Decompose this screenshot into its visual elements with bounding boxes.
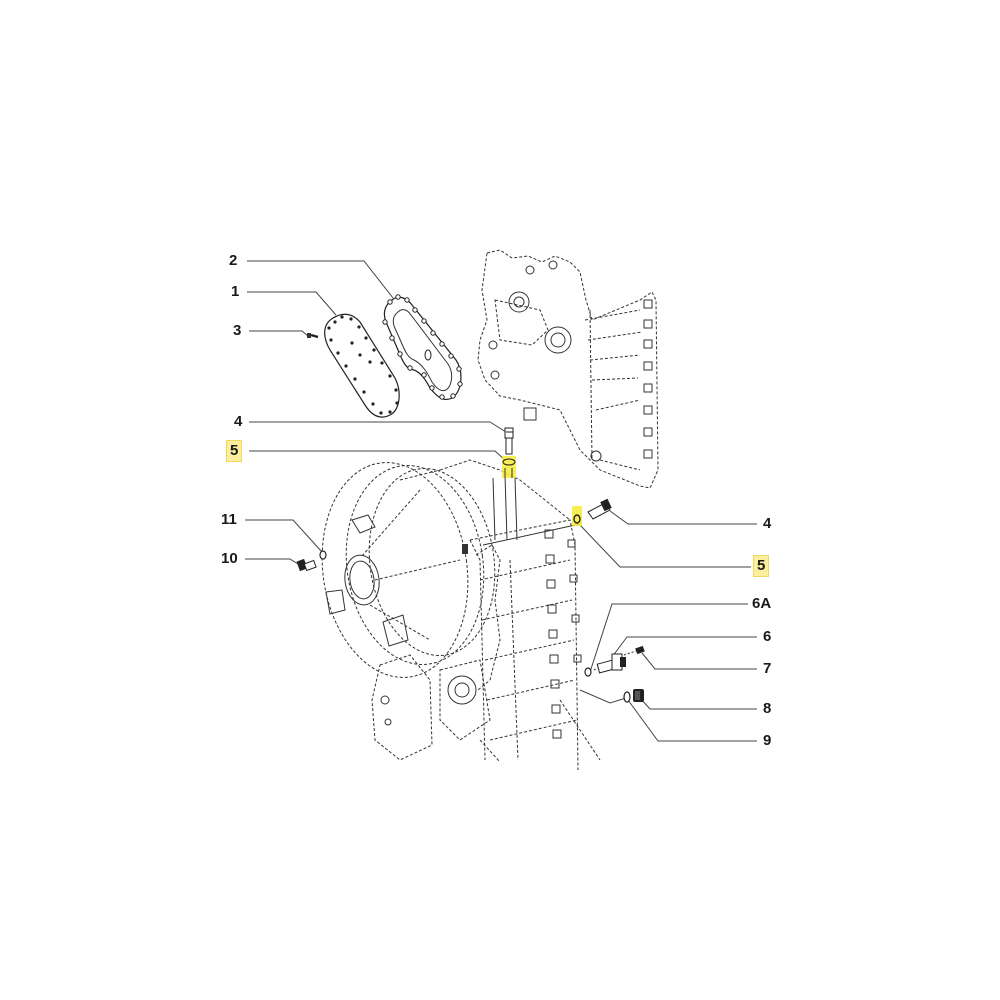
part-6a-o-ring — [584, 667, 592, 677]
callout-5-top-highlighted[interactable]: 5 — [226, 440, 243, 462]
part-2-gasket — [382, 294, 463, 401]
part-4-fitting-top — [504, 427, 514, 455]
callout-1[interactable]: 1 — [231, 283, 240, 300]
rear-housing — [477, 249, 659, 489]
callout-8[interactable]: 8 — [763, 700, 772, 717]
part-1-cover-plate — [324, 313, 400, 418]
callout-4-right[interactable]: 4 — [763, 515, 772, 532]
part-10-plug-left — [296, 558, 317, 572]
transmission-housing — [321, 459, 601, 771]
callout-11[interactable]: 11 — [221, 511, 237, 528]
part-3-screw — [307, 333, 319, 339]
part-11-o-ring-left — [319, 550, 327, 560]
callout-3[interactable]: 3 — [233, 322, 242, 339]
callout-6[interactable]: 6 — [763, 628, 772, 645]
callout-9[interactable]: 9 — [763, 732, 772, 749]
callout-6a[interactable]: 6A — [752, 595, 772, 612]
part-7-sensor-screw — [623, 645, 645, 656]
part-9-o-ring — [623, 691, 631, 703]
callout-5-right-highlighted[interactable]: 5 — [753, 555, 770, 577]
part-4-fitting-right — [587, 498, 612, 520]
leader-lines — [245, 260, 757, 742]
callout-10[interactable]: 10 — [221, 550, 238, 567]
part-5-o-ring-top — [502, 456, 516, 478]
callout-2[interactable]: 2 — [229, 252, 238, 269]
part-8-drain-plug — [633, 689, 644, 702]
callout-7[interactable]: 7 — [763, 660, 772, 677]
part-5-o-ring-right — [572, 506, 582, 526]
part-6-speed-sensor — [593, 653, 626, 674]
callout-4-top[interactable]: 4 — [234, 413, 243, 430]
